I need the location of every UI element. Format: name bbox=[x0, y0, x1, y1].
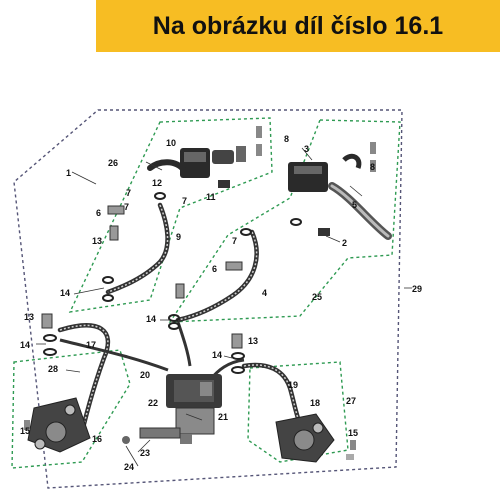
label-14-c: 14 bbox=[20, 340, 30, 350]
label-21: 21 bbox=[218, 412, 228, 422]
label-19: 19 bbox=[288, 380, 298, 390]
label-1: 1 bbox=[66, 168, 71, 178]
caliper-right-18 bbox=[275, 413, 335, 463]
label-13-a: 13 bbox=[92, 236, 102, 246]
caliper-left-16 bbox=[27, 397, 91, 453]
banjo-bolt-13-c bbox=[41, 313, 53, 329]
label-20: 20 bbox=[140, 370, 150, 380]
brake-switch-2 bbox=[318, 228, 330, 236]
screws-8-left bbox=[256, 126, 262, 156]
label-18: 18 bbox=[310, 398, 320, 408]
brake-hose-9 bbox=[105, 202, 170, 295]
label-13-c: 13 bbox=[24, 312, 34, 322]
label-15-left: 15 bbox=[20, 426, 30, 436]
label-10: 10 bbox=[166, 138, 176, 148]
label-7-b: 7 bbox=[124, 202, 129, 212]
label-4: 4 bbox=[262, 288, 267, 298]
banjo-bolt-13-a bbox=[109, 225, 119, 241]
bolt-24 bbox=[122, 436, 130, 444]
label-14-d: 14 bbox=[212, 350, 222, 360]
brake-hose-4 bbox=[175, 229, 259, 323]
label-16: 16 bbox=[92, 434, 102, 444]
label-5: 5 bbox=[352, 200, 357, 210]
label-28: 28 bbox=[48, 364, 58, 374]
label-14-b: 14 bbox=[146, 314, 156, 324]
banjo-bolt-13-b bbox=[175, 283, 185, 299]
label-12: 12 bbox=[152, 178, 162, 188]
washers bbox=[43, 192, 302, 374]
label-7-a: 7 bbox=[126, 188, 131, 198]
bracket-23 bbox=[139, 427, 181, 439]
abs-hose-left bbox=[59, 338, 169, 372]
group-25-border bbox=[168, 119, 401, 323]
label-14-a: 14 bbox=[60, 288, 70, 298]
bleed-screw-15-left bbox=[24, 420, 30, 430]
label-27: 27 bbox=[346, 396, 356, 406]
label-6-top: 6 bbox=[96, 208, 101, 218]
banjo-bolt-6-top bbox=[107, 205, 125, 215]
group-28-border bbox=[11, 349, 131, 469]
label-8-right: 8 bbox=[370, 162, 375, 172]
banjo-bolt-13-d bbox=[231, 333, 243, 349]
leader-lines bbox=[36, 147, 412, 467]
label-7-c: 7 bbox=[182, 196, 187, 206]
label-13-d: 13 bbox=[248, 336, 258, 346]
label-9: 9 bbox=[176, 232, 181, 242]
banner-text: Na obrázku díl číslo 16.1 bbox=[152, 11, 444, 40]
label-15-right: 15 bbox=[348, 428, 358, 438]
master-cylinder-left bbox=[147, 146, 246, 178]
label-25: 25 bbox=[312, 292, 322, 302]
assembly-outline bbox=[13, 109, 403, 489]
label-26: 26 bbox=[108, 158, 118, 168]
label-7-d: 7 bbox=[232, 236, 237, 246]
abs-hose-right bbox=[176, 321, 192, 367]
cap-right bbox=[346, 454, 354, 460]
label-17: 17 bbox=[86, 340, 96, 350]
group-26-border bbox=[68, 117, 273, 313]
banjo-bolt-6-right bbox=[225, 261, 243, 271]
label-29: 29 bbox=[412, 284, 422, 294]
label-3: 3 bbox=[304, 144, 309, 154]
master-cylinder-right bbox=[288, 153, 392, 240]
screws-8-right bbox=[370, 142, 376, 172]
label-8-left: 8 bbox=[284, 134, 289, 144]
title-banner: Na obrázku díl číslo 16.1 bbox=[96, 0, 500, 52]
label-2: 2 bbox=[342, 238, 347, 248]
brake-hose-19 bbox=[241, 362, 303, 427]
bleed-screw-15-right bbox=[350, 440, 356, 450]
abs-unit-20 bbox=[166, 374, 222, 444]
label-11: 11 bbox=[206, 192, 216, 202]
label-6-right: 6 bbox=[212, 264, 217, 274]
label-23: 23 bbox=[140, 448, 150, 458]
label-22: 22 bbox=[148, 398, 158, 408]
brake-switch-11 bbox=[218, 180, 230, 188]
label-24: 24 bbox=[124, 462, 134, 472]
